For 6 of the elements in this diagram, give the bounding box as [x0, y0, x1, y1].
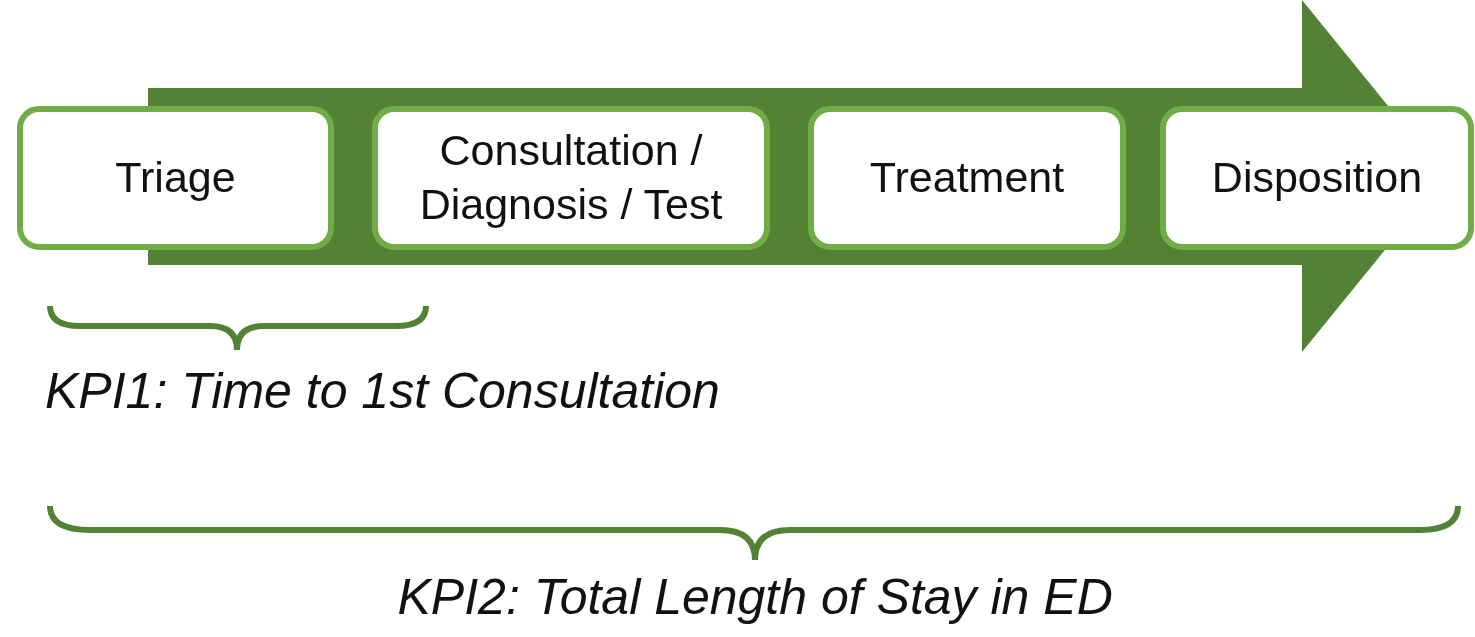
caption-text: KPI1: Time to 1st Consultation [45, 362, 720, 420]
process-box: Consultation / Diagnosis / Test [372, 106, 770, 250]
process-box: Triage [17, 106, 334, 250]
caption-text: KPI2: Total Length of Stay in ED [397, 568, 1113, 626]
process-box: Disposition [1160, 106, 1474, 250]
process-box: Treatment [808, 106, 1126, 250]
